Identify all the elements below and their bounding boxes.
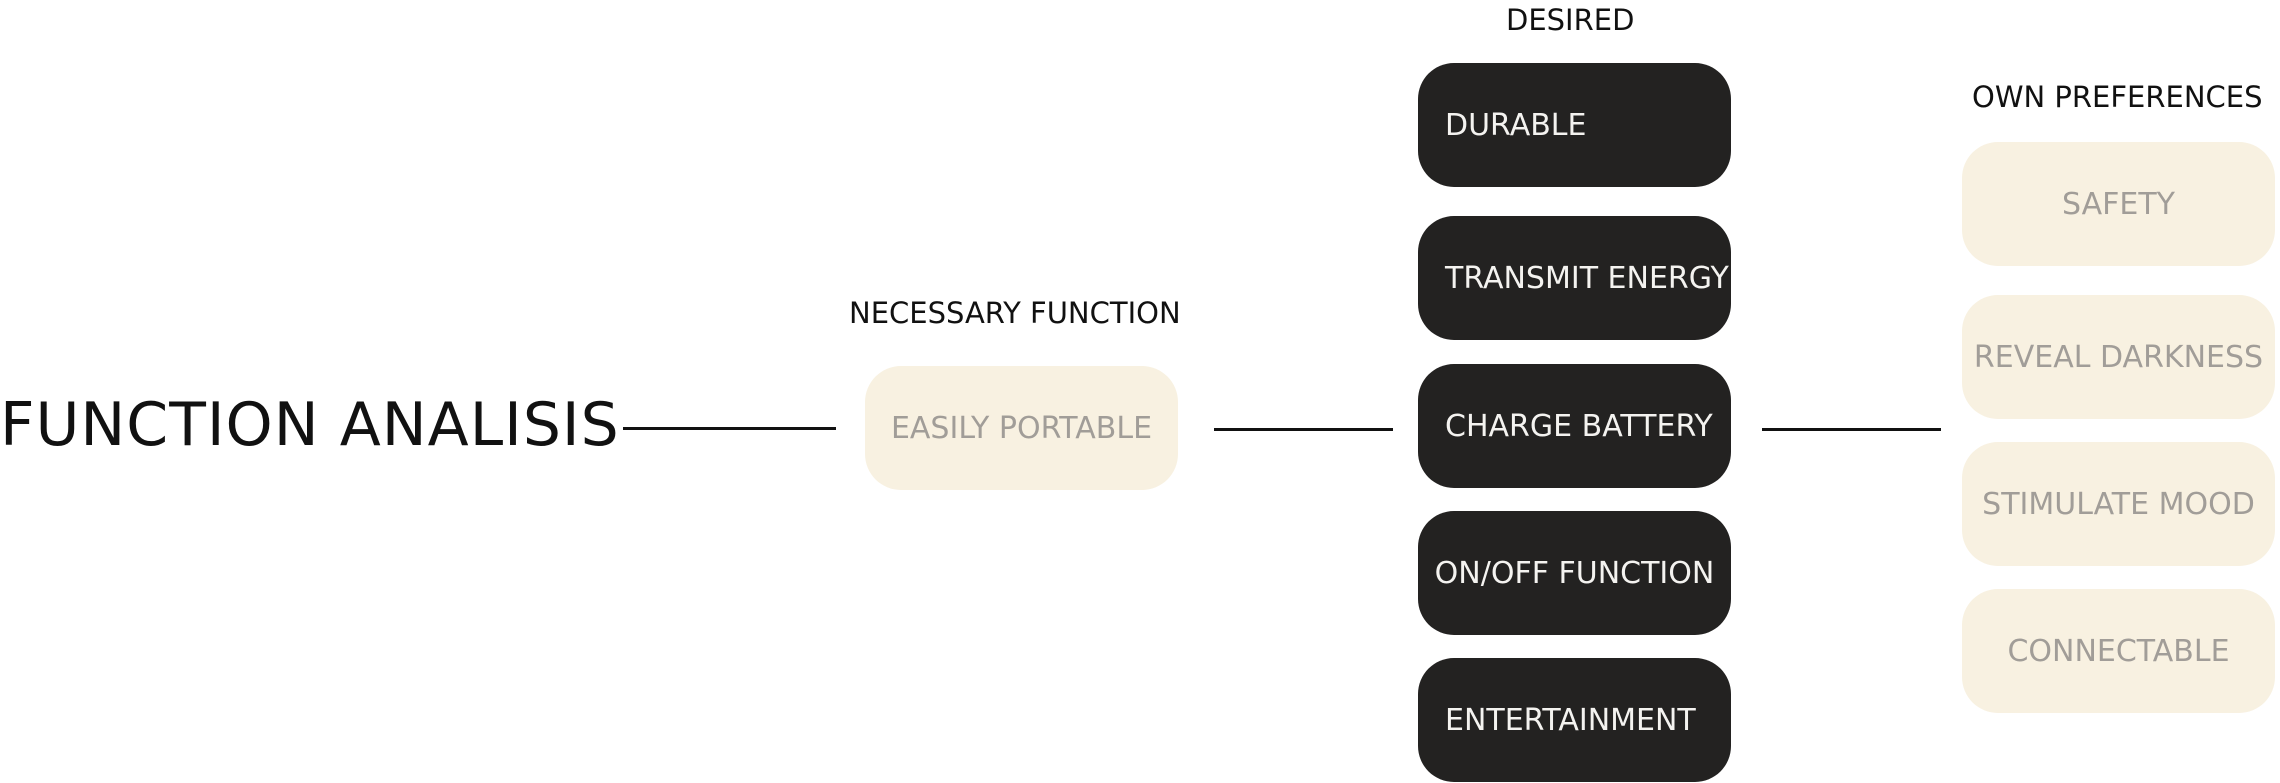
connector-desired-to-preferences <box>1762 428 1941 431</box>
preference-item-connectable: CONNECTABLE <box>1962 589 2275 713</box>
desired-heading: DESIRED <box>1506 3 1635 37</box>
connector-necessary-to-desired <box>1214 428 1393 431</box>
desired-item-charge-battery: CHARGE BATTERY <box>1418 364 1731 488</box>
necessary-item-easily-portable: EASILY PORTABLE <box>865 366 1178 490</box>
connector-title-to-necessary <box>623 427 836 430</box>
desired-item-on-off-function: ON/OFF FUNCTION <box>1418 511 1731 635</box>
necessary-function-heading: NECESSARY FUNCTION <box>849 296 1181 330</box>
diagram-title: FUNCTION ANALISIS <box>0 390 620 460</box>
own-preferences-heading: OWN PREFERENCES <box>1972 80 2263 114</box>
preference-item-safety: SAFETY <box>1962 142 2275 266</box>
desired-item-transmit-energy: TRANSMIT ENERGY <box>1418 216 1731 340</box>
desired-item-entertainment: ENTERTAINMENT <box>1418 658 1731 782</box>
desired-item-durable: DURABLE <box>1418 63 1731 187</box>
preference-item-reveal-darkness: REVEAL DARKNESS <box>1962 295 2275 419</box>
preference-item-stimulate-mood: STIMULATE MOOD <box>1962 442 2275 566</box>
